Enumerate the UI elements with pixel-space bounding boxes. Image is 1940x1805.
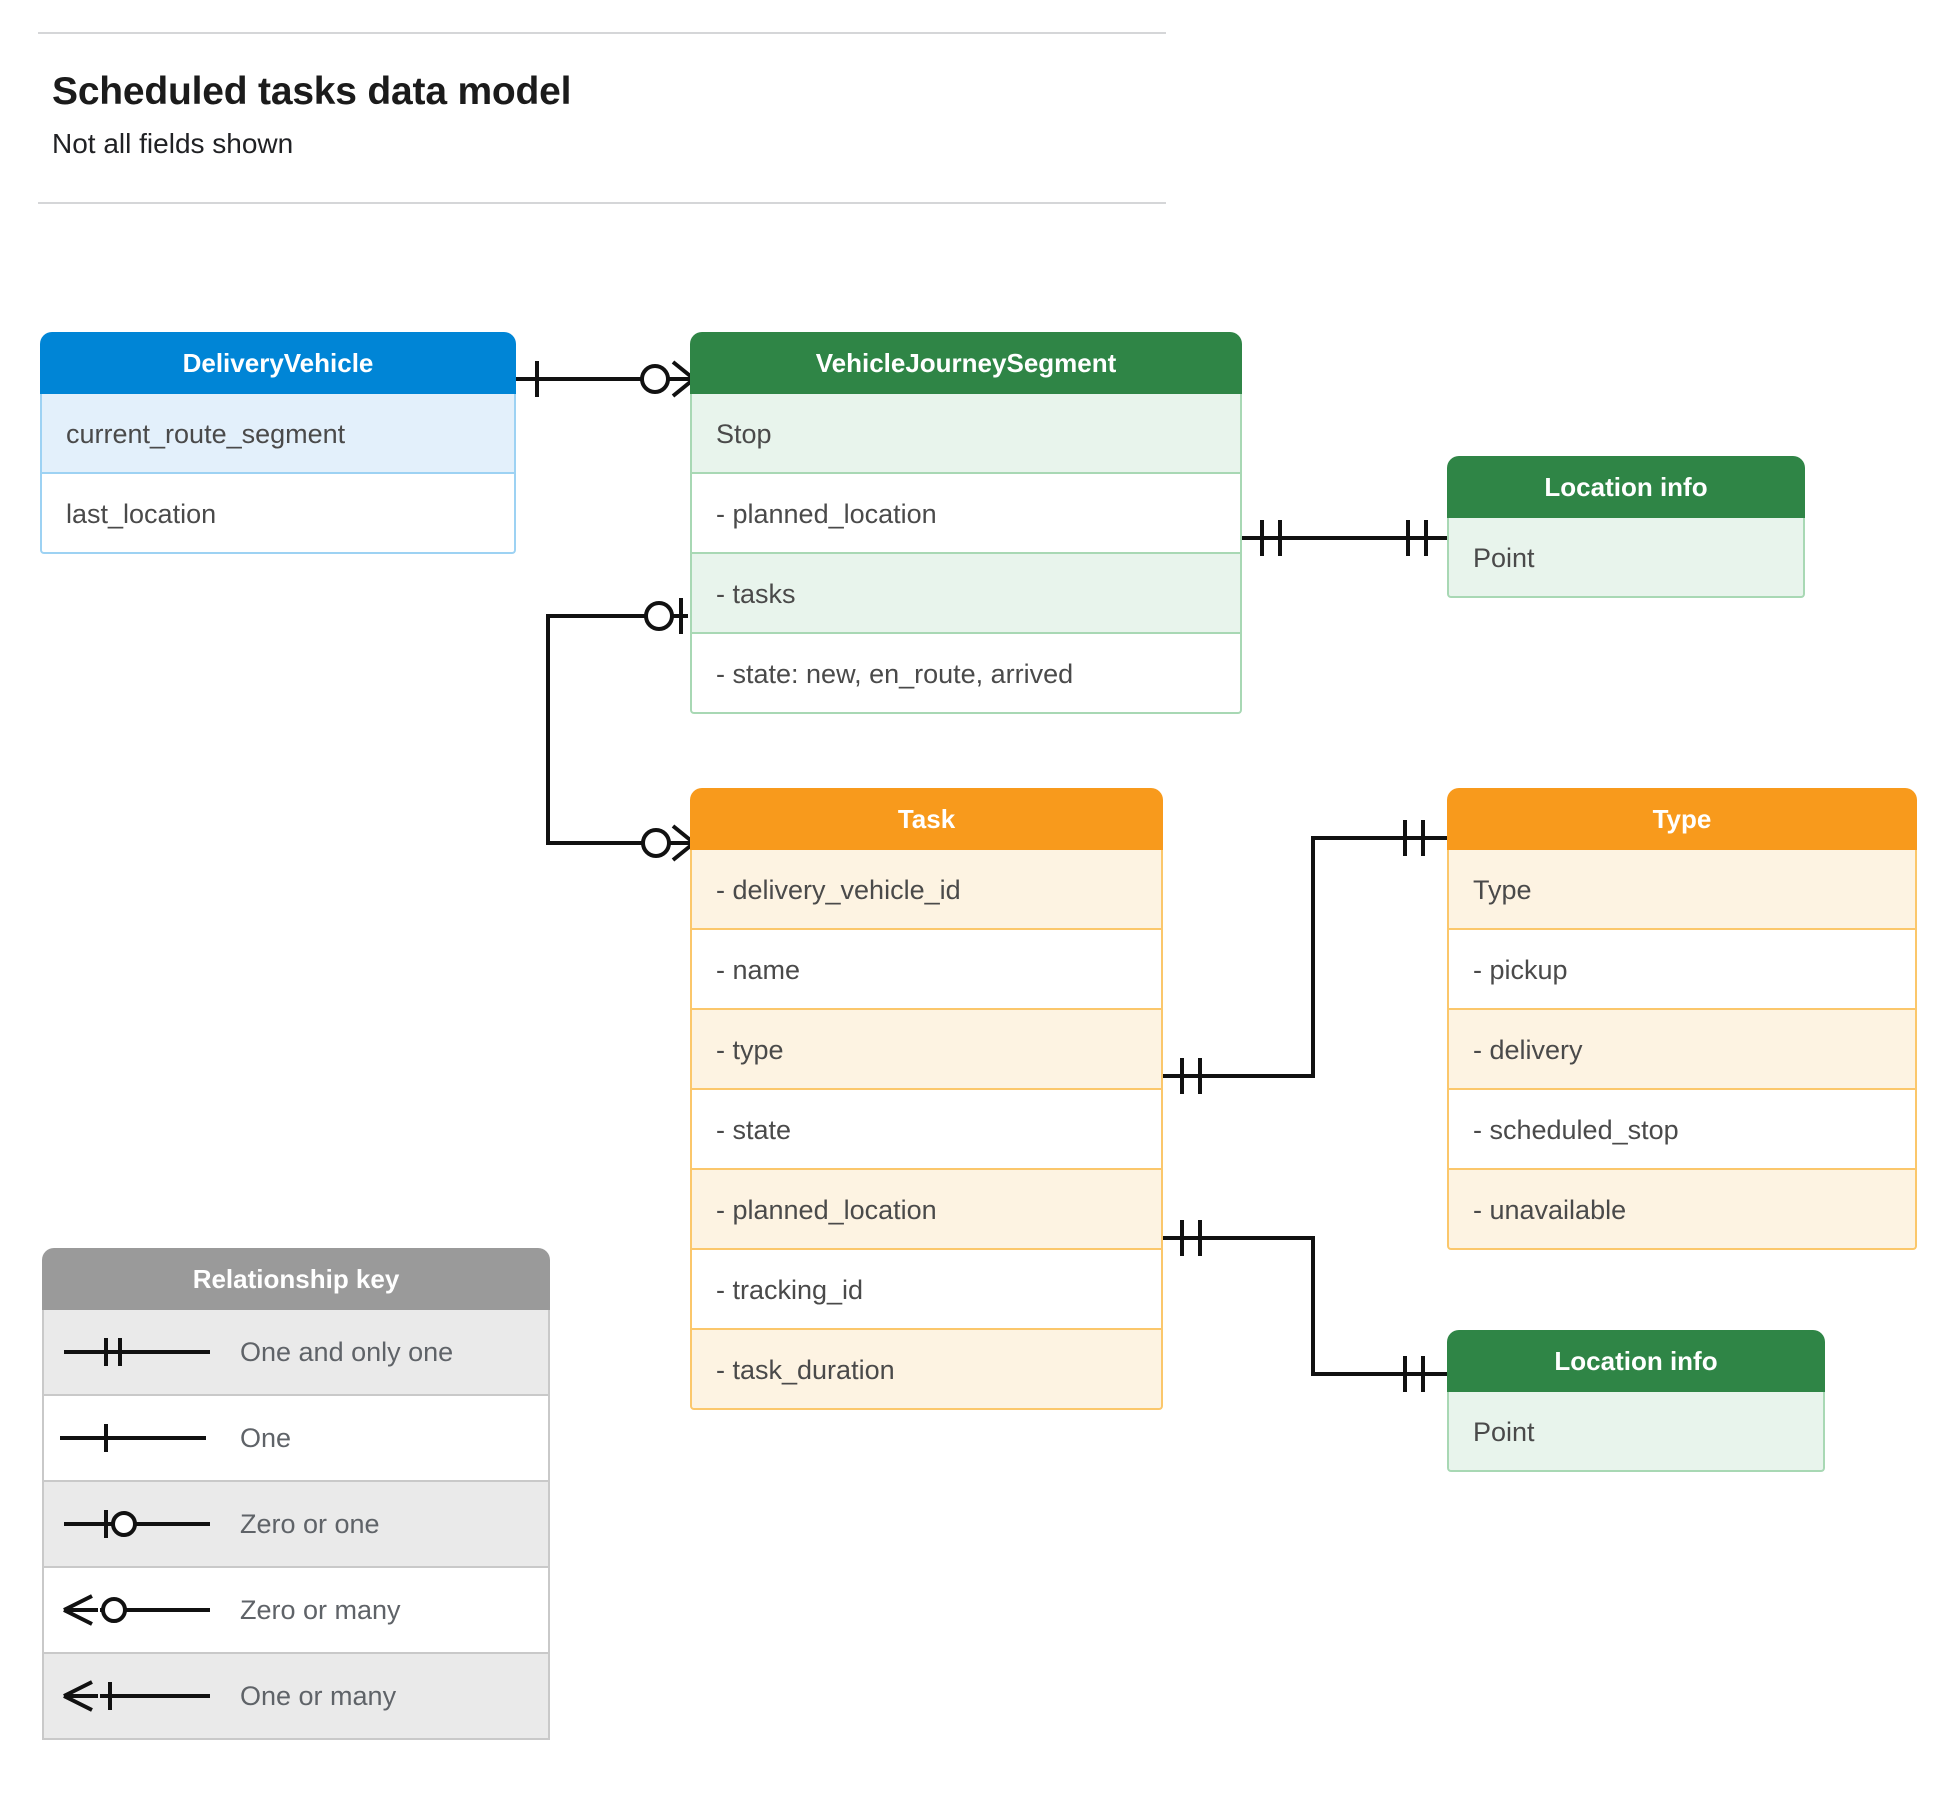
entity-delivery-vehicle-row-1: last_location bbox=[40, 474, 516, 554]
entity-task-row-4: - planned_location bbox=[690, 1170, 1163, 1250]
entity-location-info-top-row-0: Point bbox=[1447, 518, 1805, 598]
entity-type-title: Type bbox=[1447, 788, 1917, 850]
legend-item-one-or-many: One or many bbox=[42, 1654, 550, 1740]
entity-location-info-top-title: Location info bbox=[1447, 456, 1805, 518]
entity-type[interactable]: Type Type - pickup - delivery - schedule… bbox=[1447, 788, 1917, 1250]
entity-type-row-2: - delivery bbox=[1447, 1010, 1917, 1090]
entity-task-row-6: - task_duration bbox=[690, 1330, 1163, 1410]
legend-item-zero-or-one: Zero or one bbox=[42, 1482, 550, 1568]
entity-task[interactable]: Task - delivery_vehicle_id - name - type… bbox=[690, 788, 1163, 1410]
entity-vjs-row-3: - state: new, en_route, arrived bbox=[690, 634, 1242, 714]
connector-task-type bbox=[1163, 836, 1447, 1078]
entity-task-row-1: - name bbox=[690, 930, 1163, 1010]
legend-label-one-and-only-one: One and only one bbox=[240, 1336, 454, 1367]
entity-task-row-5: - tracking_id bbox=[690, 1250, 1163, 1330]
entity-type-row-3: - scheduled_stop bbox=[1447, 1090, 1917, 1170]
entity-location-info-bottom-title: Location info bbox=[1447, 1330, 1825, 1392]
entity-type-row-1: - pickup bbox=[1447, 930, 1917, 1010]
legend-label-one-or-many: One or many bbox=[240, 1680, 397, 1711]
one-and-only-one-icon bbox=[64, 1338, 210, 1366]
entity-location-info-bottom[interactable]: Location info Point bbox=[1447, 1330, 1825, 1472]
page-title: Scheduled tasks data model bbox=[52, 70, 572, 113]
entity-type-row-0: Type bbox=[1447, 850, 1917, 930]
legend-label-zero-or-one: Zero or one bbox=[240, 1508, 380, 1539]
legend-item-one-and-only-one: One and only one bbox=[42, 1310, 550, 1396]
entity-task-title: Task bbox=[690, 788, 1163, 850]
entity-task-row-2: - type bbox=[690, 1010, 1163, 1090]
entity-vehicle-journey-segment-title: VehicleJourneySegment bbox=[690, 332, 1242, 394]
entity-location-info-bottom-row-0: Point bbox=[1447, 1392, 1825, 1472]
entity-vjs-row-0: Stop bbox=[690, 394, 1242, 474]
one-icon bbox=[60, 1424, 206, 1452]
zero-or-one-icon bbox=[64, 1510, 210, 1538]
legend-item-one: One bbox=[42, 1396, 550, 1482]
entity-delivery-vehicle[interactable]: DeliveryVehicle current_route_segment la… bbox=[40, 332, 516, 554]
zero-or-many-icon bbox=[63, 1594, 210, 1626]
header-divider-top bbox=[38, 32, 1166, 34]
entity-delivery-vehicle-title: DeliveryVehicle bbox=[40, 332, 516, 394]
connector-vjs-task bbox=[546, 614, 688, 845]
relationship-key-title: Relationship key bbox=[42, 1248, 550, 1310]
entity-vjs-row-1: - planned_location bbox=[690, 474, 1242, 554]
entity-task-row-3: - state bbox=[690, 1090, 1163, 1170]
entity-vehicle-journey-segment[interactable]: VehicleJourneySegment Stop - planned_loc… bbox=[690, 332, 1242, 714]
entity-delivery-vehicle-row-0: current_route_segment bbox=[40, 394, 516, 474]
header-divider-bottom bbox=[38, 202, 1166, 204]
entity-location-info-top[interactable]: Location info Point bbox=[1447, 456, 1805, 598]
one-or-many-icon bbox=[63, 1680, 210, 1712]
connector-task-locationinfo-bottom bbox=[1163, 1236, 1447, 1376]
page-subtitle: Not all fields shown bbox=[52, 128, 294, 159]
legend-item-zero-or-many: Zero or many bbox=[42, 1568, 550, 1654]
entity-vjs-row-2: - tasks bbox=[690, 554, 1242, 634]
legend-label-one: One bbox=[240, 1422, 292, 1453]
entity-type-row-4: - unavailable bbox=[1447, 1170, 1917, 1250]
entity-task-row-0: - delivery_vehicle_id bbox=[690, 850, 1163, 930]
legend-label-zero-or-many: Zero or many bbox=[240, 1594, 401, 1625]
relationship-key-legend[interactable]: Relationship key One and only one One Ze bbox=[42, 1248, 550, 1740]
